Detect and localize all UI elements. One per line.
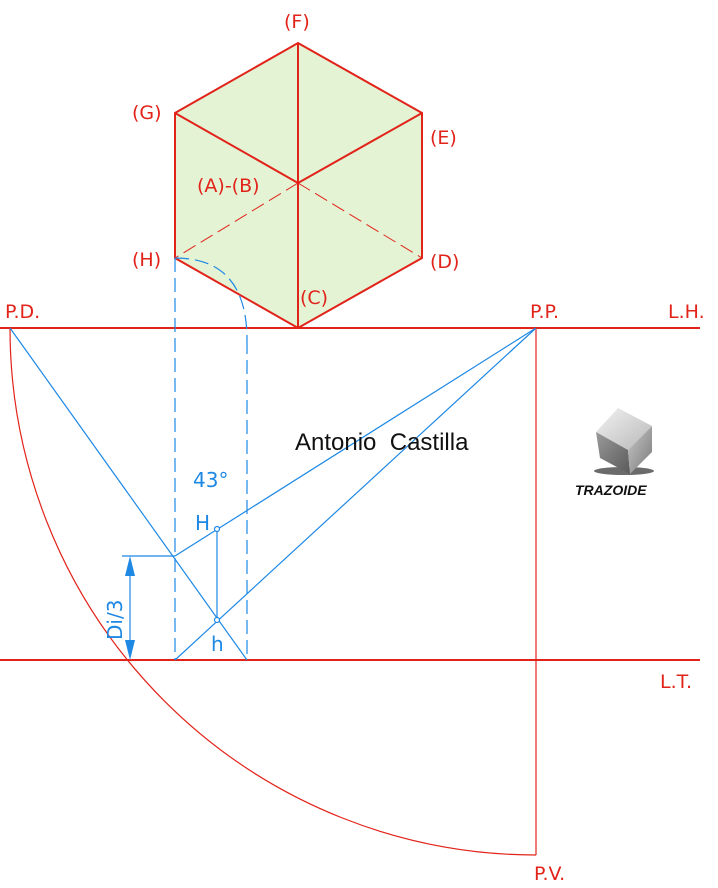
label-pd: P.D. xyxy=(5,301,40,323)
vertex-label-g: (G) xyxy=(132,102,162,124)
point-upper-h xyxy=(213,525,221,533)
hidden-edge-right xyxy=(297,182,423,259)
vertex-label-c: (C) xyxy=(300,287,328,309)
dimension-arrow-top xyxy=(125,556,135,576)
point-lower-h xyxy=(213,616,221,624)
distance-arc xyxy=(9,327,537,856)
label-pv: P.V. xyxy=(534,863,565,885)
logo-text: TRAZOIDE xyxy=(575,482,647,498)
line-pd-to-ground xyxy=(9,327,248,661)
lower-h-label: h xyxy=(211,632,224,656)
line-pp-to-height xyxy=(174,327,537,557)
line-pp-to-base xyxy=(174,327,537,661)
vertex-label-e: (E) xyxy=(430,127,457,149)
edge-center-left xyxy=(174,112,299,184)
dimension-arrow-bottom xyxy=(125,640,135,660)
angle-label: 43° xyxy=(193,468,228,492)
dimension-label: Di/3 xyxy=(103,600,127,640)
label-lt: L.T. xyxy=(660,671,692,693)
edge-center-right xyxy=(297,112,423,184)
upper-h-label: H xyxy=(195,511,210,535)
vertex-label-ab: (A)-(B) xyxy=(197,175,260,197)
rotation-arc xyxy=(174,257,248,341)
hidden-edge-left xyxy=(174,182,299,259)
vertex-label-d: (D) xyxy=(430,251,459,273)
trazoide-logo-cube xyxy=(594,408,654,475)
vertex-label-h: (H) xyxy=(132,249,161,271)
vertex-label-f: (F) xyxy=(284,11,310,33)
label-lh: L.H. xyxy=(668,301,705,323)
author-text: Antonio Castilla xyxy=(295,429,469,456)
label-pp: P.P. xyxy=(530,301,559,323)
